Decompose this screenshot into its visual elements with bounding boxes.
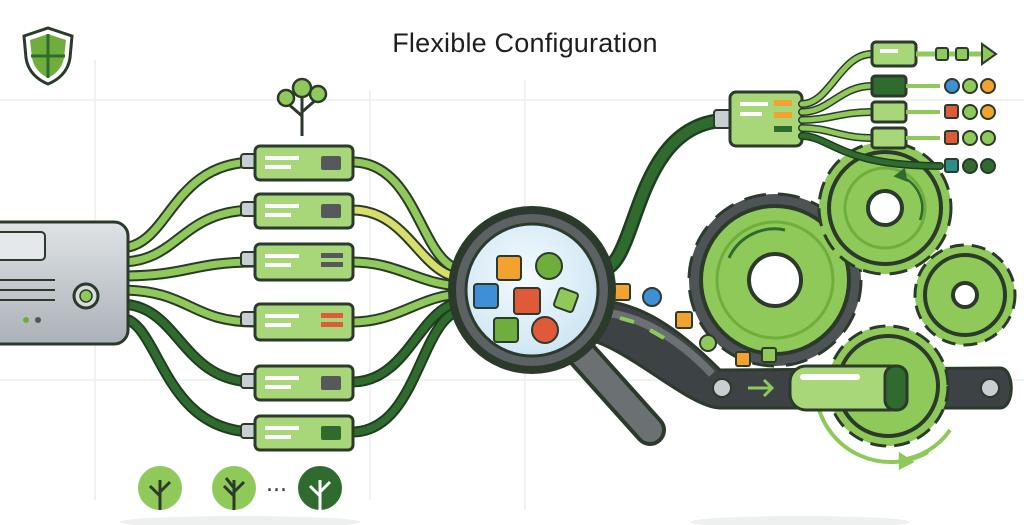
cube-icon bbox=[761, 347, 777, 363]
config-modules bbox=[240, 144, 355, 452]
gear-icon bbox=[817, 140, 953, 276]
server-unit bbox=[0, 220, 130, 346]
config-module bbox=[240, 364, 355, 402]
config-module bbox=[240, 192, 355, 230]
cube-icon bbox=[553, 287, 579, 313]
cube-icon bbox=[473, 283, 499, 309]
config-module bbox=[240, 414, 355, 452]
rotation-arrows bbox=[893, 167, 952, 471]
gear-icon bbox=[687, 192, 863, 368]
config-module bbox=[240, 242, 355, 282]
output-terminals bbox=[870, 40, 998, 174]
trees-ellipsis: ... bbox=[266, 472, 287, 497]
tree-icon bbox=[212, 466, 256, 510]
output-cable bbox=[592, 112, 738, 278]
cube-icon bbox=[513, 287, 541, 315]
config-module bbox=[240, 144, 355, 182]
server-status-led bbox=[23, 317, 29, 323]
diagram-title: Flexible Configuration bbox=[392, 28, 658, 58]
arrow-right-icon bbox=[981, 42, 998, 66]
converging-cables bbox=[346, 156, 471, 438]
conveyor-items bbox=[613, 283, 777, 367]
tree-icon bbox=[138, 466, 182, 510]
output-lines bbox=[798, 50, 944, 170]
cube-icon bbox=[496, 255, 522, 281]
magnifying-glass-icon bbox=[448, 206, 666, 446]
cube-icon bbox=[735, 351, 751, 367]
gear-icon bbox=[913, 243, 1017, 347]
cube-icon bbox=[613, 283, 631, 301]
shield-icon bbox=[22, 26, 74, 86]
tree-icon bbox=[298, 466, 342, 510]
tree-icon bbox=[276, 77, 328, 136]
roller-module bbox=[788, 364, 909, 412]
cube-icon bbox=[493, 317, 519, 343]
config-module bbox=[240, 302, 355, 342]
cube-icon bbox=[675, 311, 693, 329]
input-cables bbox=[114, 156, 261, 438]
